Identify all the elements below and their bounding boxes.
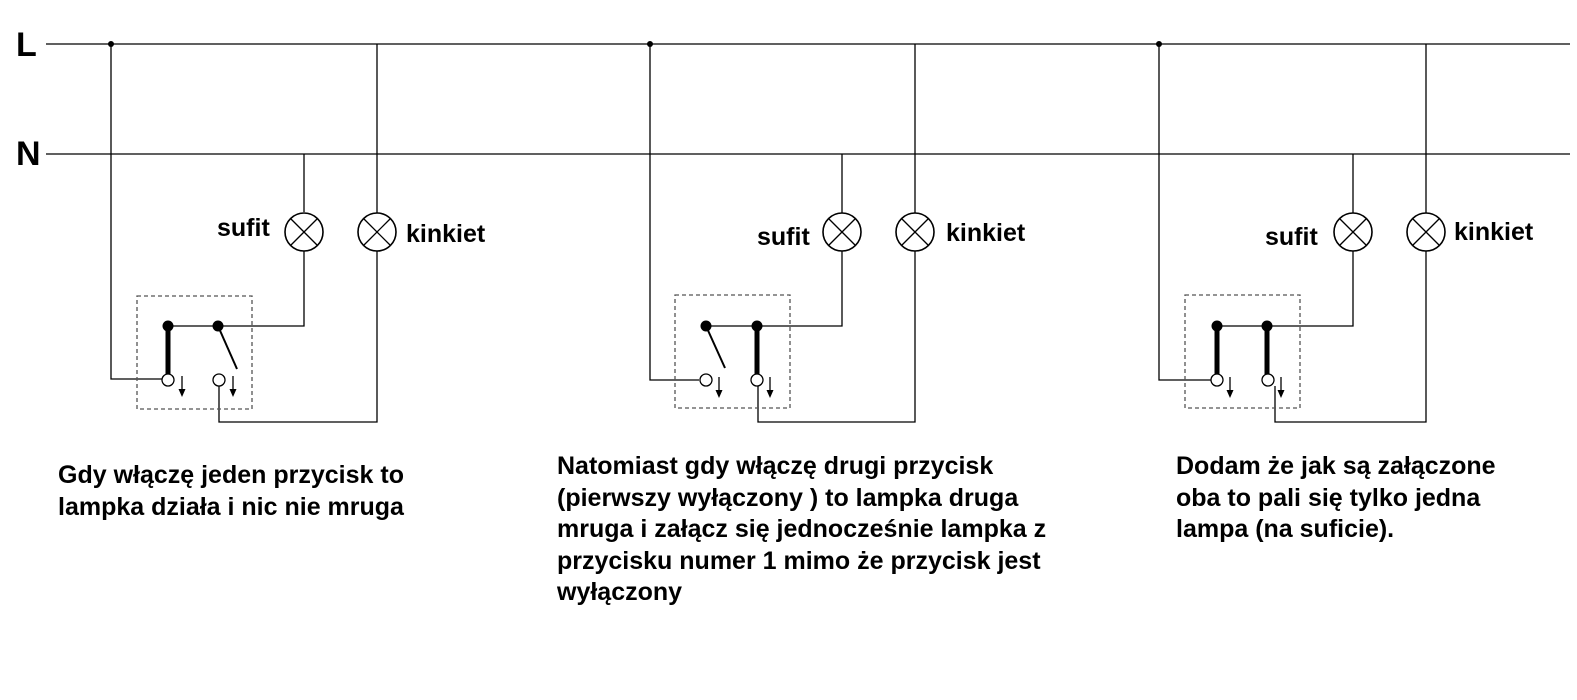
ceiling-lamp-return-wire [1267,251,1354,327]
circuit-panel-3: sufit kinkiet [1156,41,1534,423]
neutral-rail-label: N [16,135,41,173]
ceiling-lamp [1333,212,1373,252]
panel-3-description: Dodam że jak są załączone oba to pali si… [1176,452,1496,543]
wall-lamp-label: kinkiet [946,219,1026,247]
switch-contact [1210,373,1224,387]
switch-2-lever-open [217,325,238,370]
switch-1-lever-open [705,325,726,369]
switch-contact [699,373,713,387]
arrow-down-icon [1226,377,1234,398]
ceiling-lamp-label: sufit [1265,223,1318,251]
arrow-down-icon [178,376,186,397]
wall-lamp-label: kinkiet [406,220,486,248]
live-feed-wire [1158,44,1211,381]
arrow-down-icon [1277,377,1285,398]
live-rail-label: L [16,26,37,64]
ceiling-lamp-return-wire [218,250,305,327]
double-switch-box [136,295,253,410]
live-feed-wire [649,44,699,381]
switch-contact [1261,373,1275,387]
wall-lamp [357,212,397,252]
ceiling-lamp [822,212,862,252]
wall-lamp [1406,212,1446,252]
arrow-down-icon [715,377,723,398]
circuit-panel-2: sufit kinkiet [647,41,1026,423]
switch-contact [161,373,175,387]
switch-contact [212,373,226,387]
wall-lamp-wire [757,251,916,423]
ceiling-lamp [284,212,324,252]
ceiling-lamp-label: sufit [757,223,810,251]
panel-1-description: Gdy włączę jeden przycisk to lampka dzia… [58,461,404,521]
arrow-down-icon [766,377,774,398]
wall-lamp-wire [1274,251,1427,423]
wall-lamp-label: kinkiet [1454,218,1534,246]
double-switch-box [1184,294,1301,409]
arrow-down-icon [229,376,237,397]
ceiling-lamp-return-wire [757,251,843,327]
switch-contact [750,373,764,387]
double-switch-box [674,294,791,409]
wall-lamp [895,212,935,252]
circuit-panel-1: sufit kinkiet [108,41,486,423]
panel-2-description: Natomiast gdy włączę drugi przycisk (pie… [557,452,1047,606]
live-feed-wire [110,44,162,380]
ceiling-lamp-label: sufit [217,214,270,242]
